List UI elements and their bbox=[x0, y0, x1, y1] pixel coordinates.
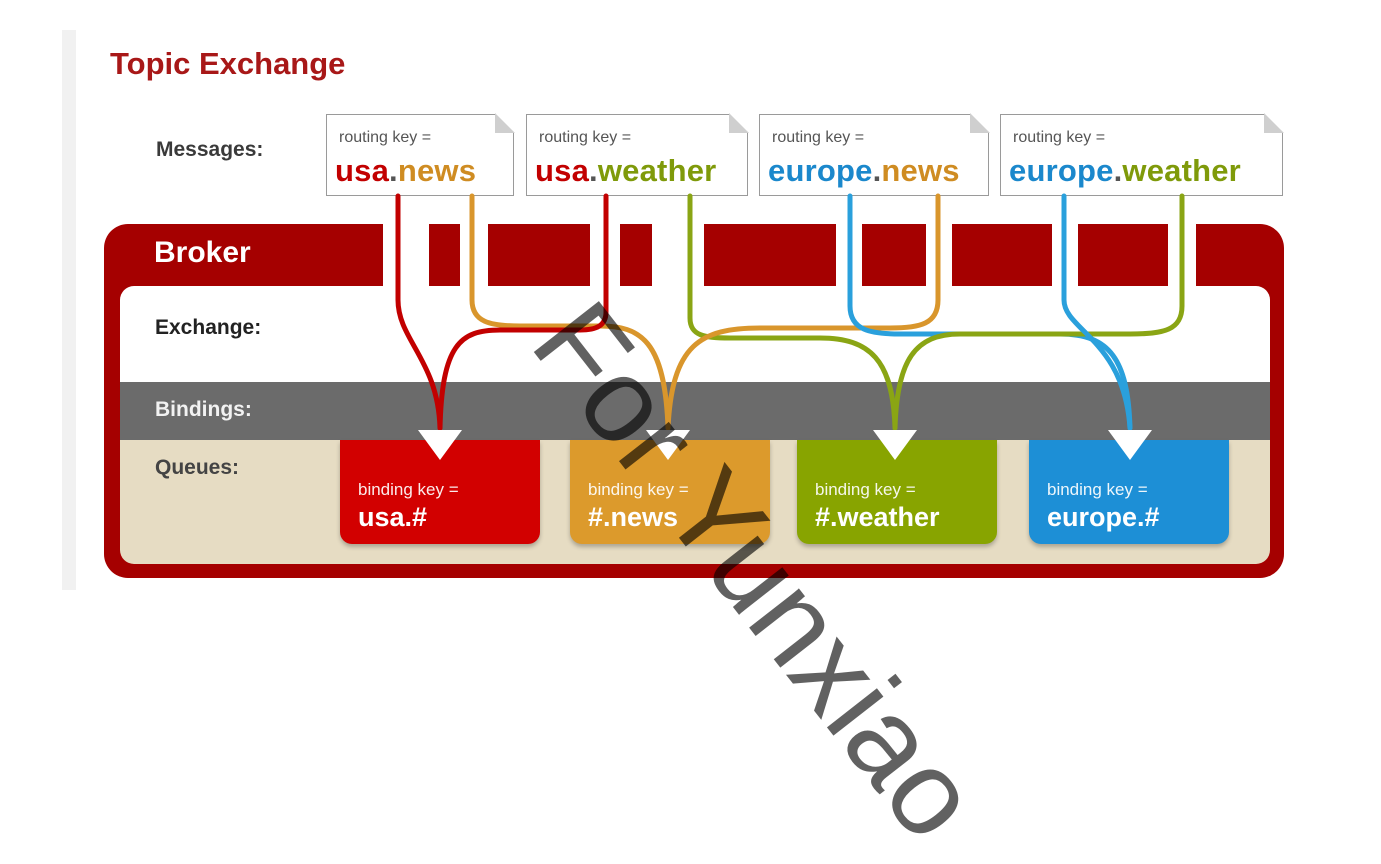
routing-wires bbox=[383, 193, 1196, 460]
broker-label: Broker bbox=[154, 236, 251, 269]
exchange-label: Exchange: bbox=[155, 316, 262, 339]
wire-europe-weather-to-weather bbox=[892, 193, 1185, 431]
routing-key-label: routing key = bbox=[1013, 129, 1106, 146]
binding-key-label: binding key = bbox=[358, 480, 459, 499]
routing-key-label: routing key = bbox=[339, 129, 432, 146]
routing-key-value: europe.weather bbox=[1009, 153, 1241, 188]
queue-usa: binding key = usa.# bbox=[340, 440, 540, 544]
routing-key-value: usa.news bbox=[335, 153, 477, 188]
routing-key-value: usa.weather bbox=[535, 153, 717, 188]
message-europe-weather: routing key = europe.weather bbox=[1000, 113, 1284, 196]
binding-key-value: #.weather bbox=[815, 502, 940, 532]
wire-europe-weather-to-europe bbox=[1061, 193, 1133, 431]
bindings-label: Bindings: bbox=[155, 398, 252, 421]
routing-key-label: routing key = bbox=[539, 129, 632, 146]
page-corner-icon bbox=[495, 113, 515, 133]
binding-key-label: binding key = bbox=[815, 480, 916, 499]
message-usa-weather: routing key = usa.weather bbox=[526, 113, 749, 196]
queue-arrow-icons bbox=[418, 430, 1152, 460]
wire-usa-news-to-news bbox=[469, 193, 671, 431]
queues-label: Queues: bbox=[155, 456, 240, 479]
wire-usa-weather-to-weather bbox=[687, 193, 898, 431]
wire-usa-news-to-usa bbox=[395, 193, 443, 431]
messages-label: Messages: bbox=[156, 138, 264, 161]
left-edge-shade bbox=[62, 30, 76, 590]
binding-key-value: europe.# bbox=[1047, 502, 1160, 532]
routing-key-value: europe.news bbox=[768, 153, 960, 188]
queue-weather: binding key = #.weather bbox=[797, 440, 997, 544]
binding-key-value: #.news bbox=[588, 502, 679, 532]
binding-key-value: usa.# bbox=[358, 502, 428, 532]
broker-slot-gaps bbox=[383, 224, 1196, 286]
page-corner-icon bbox=[1264, 113, 1284, 133]
routing-key-label: routing key = bbox=[772, 129, 865, 146]
page-corner-icon bbox=[970, 113, 990, 133]
bindings-band bbox=[120, 382, 1270, 442]
wire-usa-weather-to-usa bbox=[437, 193, 609, 431]
binding-key-label: binding key = bbox=[588, 480, 689, 499]
page-corner-icon bbox=[729, 113, 749, 133]
queue-news: binding key = #.news bbox=[570, 440, 770, 544]
binding-key-label: binding key = bbox=[1047, 480, 1148, 499]
diagram-title: Topic Exchange bbox=[110, 46, 346, 81]
message-europe-news: routing key = europe.news bbox=[759, 113, 990, 196]
message-usa-news: routing key = usa.news bbox=[326, 113, 515, 196]
wire-europe-news-to-news bbox=[665, 193, 941, 431]
